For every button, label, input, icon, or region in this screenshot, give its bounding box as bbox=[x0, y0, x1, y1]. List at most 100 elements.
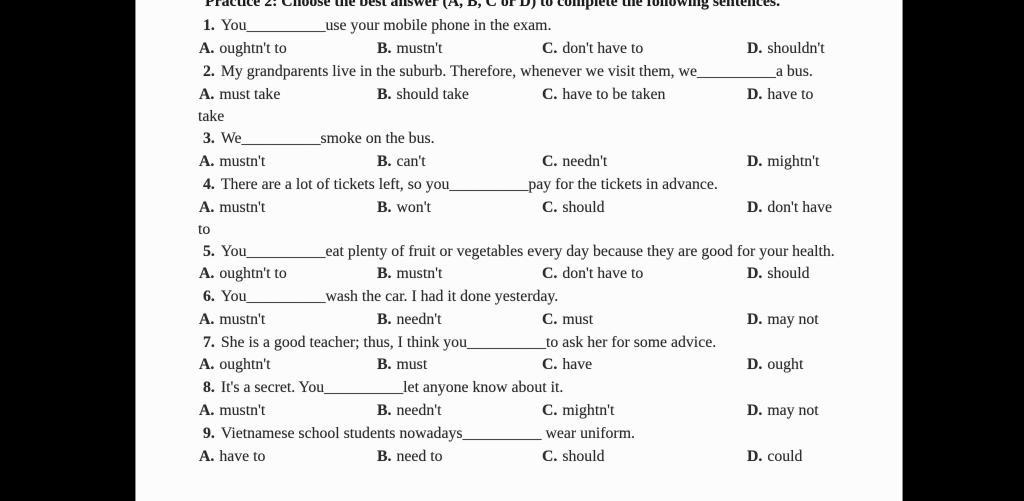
question-number: 4. bbox=[203, 176, 215, 193]
option-a: A.oughtn't bbox=[199, 355, 270, 375]
option-b: B.needn't bbox=[377, 310, 441, 330]
option-letter: C. bbox=[542, 199, 558, 216]
question-number: 5. bbox=[203, 243, 215, 260]
question-6-options: A.mustn't B.needn't C.must D.may not bbox=[136, 310, 902, 331]
option-c: C.should bbox=[542, 198, 605, 218]
option-d: D.have to bbox=[747, 85, 813, 105]
option-label: should bbox=[562, 199, 605, 216]
question-5-options: A.oughtn't to B.mustn't C.don't have to … bbox=[136, 264, 902, 285]
option-letter: B. bbox=[377, 153, 392, 170]
question-number: 9. bbox=[203, 425, 215, 442]
option-label: must bbox=[396, 356, 428, 373]
option-letter: A. bbox=[199, 356, 215, 373]
option-label: have to bbox=[219, 448, 266, 465]
question-2-option-d-wrap: take bbox=[198, 108, 225, 125]
option-c: C.should bbox=[542, 447, 605, 467]
option-b: B.can't bbox=[377, 152, 426, 172]
option-letter: B. bbox=[377, 311, 392, 328]
option-label: don't have to bbox=[562, 265, 644, 282]
question-3-text: 3.We__________smoke on the bus. bbox=[203, 129, 902, 150]
question-number: 3. bbox=[203, 130, 215, 147]
option-label: mustn't bbox=[219, 311, 266, 328]
option-label: oughtn't to bbox=[219, 40, 287, 57]
question-number: 6. bbox=[203, 288, 215, 305]
question-number: 8. bbox=[203, 379, 215, 396]
option-letter: C. bbox=[542, 402, 558, 419]
question-7-options: A.oughtn't B.must C.have D.ought bbox=[136, 355, 902, 376]
question-1-options: A.oughtn't to B.mustn't C.don't have to … bbox=[136, 39, 902, 60]
option-letter: B. bbox=[377, 265, 392, 282]
question-sentence: Vietnamese school students nowadays_____… bbox=[220, 425, 635, 442]
option-label: mustn't bbox=[219, 199, 266, 216]
question-5-text: 5.You__________eat plenty of fruit or ve… bbox=[203, 242, 902, 263]
option-a: A.mustn't bbox=[199, 401, 265, 421]
option-d: D.may not bbox=[747, 401, 819, 421]
question-8-text: 8.It's a secret. You__________let anyone… bbox=[203, 378, 902, 399]
option-label: mustn't bbox=[219, 402, 266, 419]
option-label: should take bbox=[396, 86, 469, 103]
question-6-text: 6.You__________wash the car. I had it do… bbox=[203, 287, 902, 308]
option-b: B.mustn't bbox=[377, 39, 442, 59]
option-label: needn't bbox=[396, 311, 442, 328]
option-label: need to bbox=[396, 448, 443, 465]
option-letter: D. bbox=[747, 153, 763, 170]
option-letter: A. bbox=[199, 448, 215, 465]
option-letter: C. bbox=[542, 86, 558, 103]
option-label: mightn't bbox=[767, 153, 820, 170]
option-c: C.must bbox=[542, 310, 593, 330]
option-letter: C. bbox=[542, 265, 558, 282]
option-letter: D. bbox=[747, 311, 763, 328]
question-sentence: You__________use your mobile phone in th… bbox=[220, 17, 552, 34]
option-label: don't have bbox=[767, 199, 833, 216]
option-a: A.oughtn't to bbox=[199, 264, 287, 284]
option-letter: D. bbox=[747, 356, 763, 373]
option-label: mustn't bbox=[396, 40, 443, 57]
option-letter: A. bbox=[199, 40, 215, 57]
option-label: must bbox=[562, 311, 594, 328]
option-letter: C. bbox=[542, 40, 558, 57]
option-label: have to bbox=[767, 86, 814, 103]
option-letter: A. bbox=[199, 199, 215, 216]
option-label: needn't bbox=[396, 402, 442, 419]
option-c: C.mightn't bbox=[542, 401, 614, 421]
option-letter: B. bbox=[377, 356, 392, 373]
option-label: may not bbox=[767, 402, 819, 419]
left-letterbox-bar bbox=[0, 0, 135, 501]
option-letter: D. bbox=[747, 86, 763, 103]
worksheet-page: Practice 2: Choose the best answer (A, B… bbox=[135, 0, 903, 501]
option-b: B.need to bbox=[377, 447, 443, 467]
option-label: ought bbox=[767, 356, 804, 373]
option-a: A.oughtn't to bbox=[199, 39, 287, 59]
question-7-text: 7.She is a good teacher; thus, I think y… bbox=[203, 333, 902, 354]
option-letter: B. bbox=[377, 448, 392, 465]
question-sentence: She is a good teacher; thus, I think you… bbox=[220, 334, 717, 351]
option-b: B.mustn't bbox=[377, 264, 442, 284]
option-letter: C. bbox=[542, 153, 558, 170]
option-d: D.mightn't bbox=[747, 152, 819, 172]
option-a: A.mustn't bbox=[199, 152, 265, 172]
option-label: oughtn't bbox=[219, 356, 271, 373]
option-label: may not bbox=[767, 311, 819, 328]
option-letter: B. bbox=[377, 40, 392, 57]
option-a: A.have to bbox=[199, 447, 265, 467]
option-b: B.should take bbox=[377, 85, 469, 105]
option-label: mustn't bbox=[219, 153, 266, 170]
option-d: D.should bbox=[747, 264, 810, 284]
option-label: should bbox=[767, 265, 810, 282]
option-letter: B. bbox=[377, 86, 392, 103]
option-letter: B. bbox=[377, 199, 392, 216]
question-4-options: A.mustn't B.won't C.should D.don't have bbox=[136, 198, 902, 219]
option-d: D.shouldn't bbox=[747, 39, 825, 59]
option-d: D.don't have bbox=[747, 198, 832, 218]
option-label: have bbox=[562, 356, 593, 373]
option-letter: A. bbox=[199, 402, 215, 419]
practice-header: Practice 2: Choose the best answer (A, B… bbox=[205, 0, 781, 10]
question-number: 1. bbox=[203, 17, 215, 34]
option-c: C.have to be taken bbox=[542, 85, 665, 105]
option-label: mustn't bbox=[396, 265, 443, 282]
question-4-option-d-wrap: to bbox=[198, 221, 211, 238]
option-d: D.ought bbox=[747, 355, 803, 375]
option-label: should bbox=[562, 448, 605, 465]
option-label: don't have to bbox=[562, 40, 644, 57]
option-a: A.must take bbox=[199, 85, 280, 105]
